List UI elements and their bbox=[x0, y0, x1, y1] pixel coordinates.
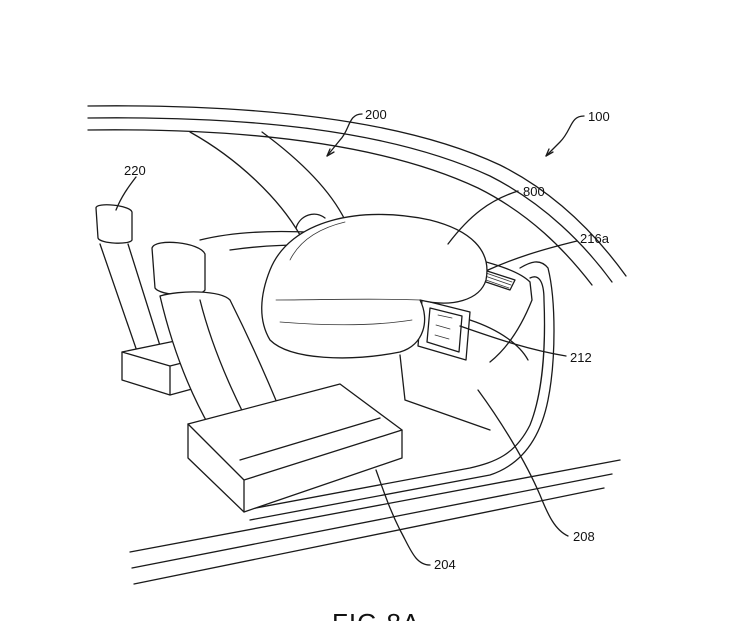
label-216a: 216a bbox=[580, 231, 610, 246]
leader-lines bbox=[115, 113, 585, 566]
label-220: 220 bbox=[124, 163, 146, 178]
label-208: 208 bbox=[573, 529, 595, 544]
vehicle-roof-lines bbox=[87, 105, 627, 286]
figure-caption: FIG 8A bbox=[332, 608, 420, 621]
label-100: 100 bbox=[588, 109, 610, 124]
label-204: 204 bbox=[434, 557, 456, 572]
display-212 bbox=[417, 299, 471, 361]
front-seat-204 bbox=[151, 241, 403, 513]
label-200: 200 bbox=[365, 107, 387, 122]
reference-labels: 200 100 220 800 216a 212 208 204 bbox=[124, 107, 610, 572]
floor-sill-lines bbox=[129, 459, 621, 585]
label-800: 800 bbox=[523, 184, 545, 199]
label-212: 212 bbox=[570, 350, 592, 365]
airbag-800 bbox=[261, 213, 488, 359]
